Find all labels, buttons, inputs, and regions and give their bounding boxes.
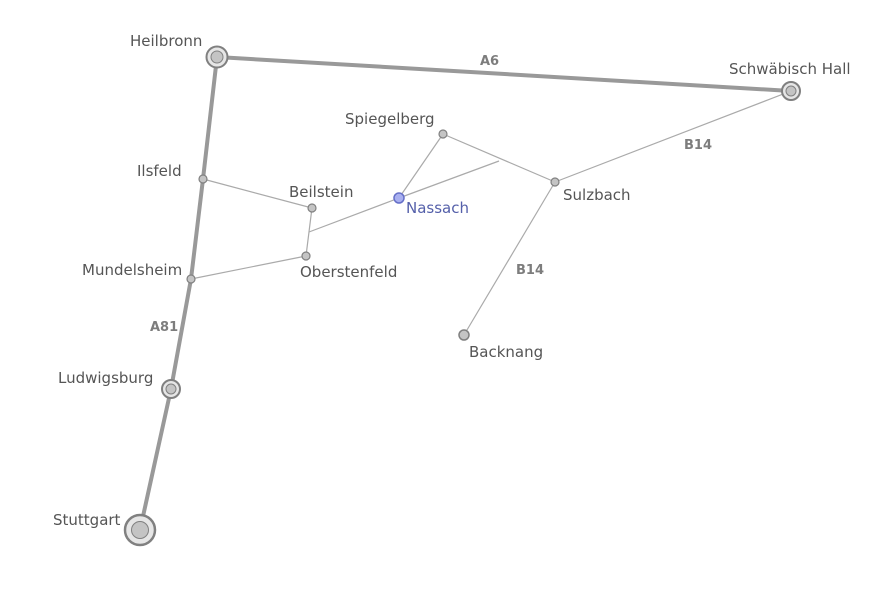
city-marker-mundelsheim[interactable]: [186, 274, 196, 284]
city-marker-schwaebisch-hall[interactable]: [781, 81, 801, 101]
road-label-a81: A81: [150, 320, 178, 335]
city-label-spiegelberg[interactable]: Spiegelberg: [345, 110, 435, 128]
city-marker-heilbronn[interactable]: [205, 45, 229, 69]
road-mundelsheim-oberstenfeld[interactable]: [190, 255, 307, 280]
city-label-heilbronn[interactable]: Heilbronn: [130, 32, 202, 50]
city-label-nassach[interactable]: Nassach: [406, 199, 469, 217]
road-beilstein-oberstenfeld[interactable]: [305, 207, 313, 257]
city-label-mundelsheim[interactable]: Mundelsheim: [82, 261, 182, 279]
road-label-b14-north: B14: [684, 138, 712, 153]
city-label-stuttgart[interactable]: Stuttgart: [53, 511, 121, 529]
road-label-a6: A6: [480, 54, 499, 69]
road-nassach-beilstein-junction[interactable]: [308, 197, 400, 233]
road-label-b14-south: B14: [516, 263, 544, 278]
city-label-schwaebisch-hall[interactable]: Schwäbisch Hall: [729, 60, 851, 78]
city-labels: Heilbronn Schwäbisch Hall Spiegelberg Il…: [53, 32, 851, 529]
city-marker-ilsfeld[interactable]: [198, 174, 208, 184]
road-nassach-junction[interactable]: [398, 160, 500, 199]
city-marker-ludwigsburg[interactable]: [161, 379, 181, 399]
city-marker-spiegelberg[interactable]: [438, 129, 448, 139]
city-marker-stuttgart[interactable]: [123, 513, 157, 547]
city-marker-oberstenfeld[interactable]: [301, 251, 311, 261]
city-marker-sulzbach[interactable]: [550, 177, 560, 187]
city-label-beilstein[interactable]: Beilstein: [289, 183, 353, 201]
road-a6[interactable]: [215, 55, 793, 93]
road-b14-sulzbach-backnang[interactable]: [463, 181, 556, 336]
road-labels: A6 B14 B14 A81: [150, 54, 712, 335]
city-label-sulzbach[interactable]: Sulzbach: [563, 186, 631, 204]
road-ilsfeld-beilstein[interactable]: [202, 178, 313, 209]
road-spiegelberg-sulzbach[interactable]: [442, 133, 556, 183]
city-marker-backnang[interactable]: [458, 329, 470, 341]
road-a81-ilsfeld-mundelsheim[interactable]: [189, 177, 205, 281]
road-a81-heilbronn-ilsfeld[interactable]: [201, 55, 219, 181]
road-a81-ludwigsburg-stuttgart[interactable]: [138, 387, 173, 532]
road-a81-mundelsheim-ludwigsburg[interactable]: [169, 277, 193, 391]
road-spiegelberg-nassach[interactable]: [398, 133, 444, 199]
city-label-ilsfeld[interactable]: Ilsfeld: [137, 162, 182, 180]
roads: [138, 55, 793, 532]
city-label-backnang[interactable]: Backnang: [469, 343, 543, 361]
city-label-oberstenfeld[interactable]: Oberstenfeld: [300, 263, 397, 281]
road-b14-sulzbach-schwaebisch-hall[interactable]: [554, 90, 792, 183]
city-markers: [123, 45, 801, 547]
city-marker-beilstein[interactable]: [307, 203, 317, 213]
city-label-ludwigsburg[interactable]: Ludwigsburg: [58, 369, 153, 387]
city-marker-nassach[interactable]: [393, 192, 405, 204]
